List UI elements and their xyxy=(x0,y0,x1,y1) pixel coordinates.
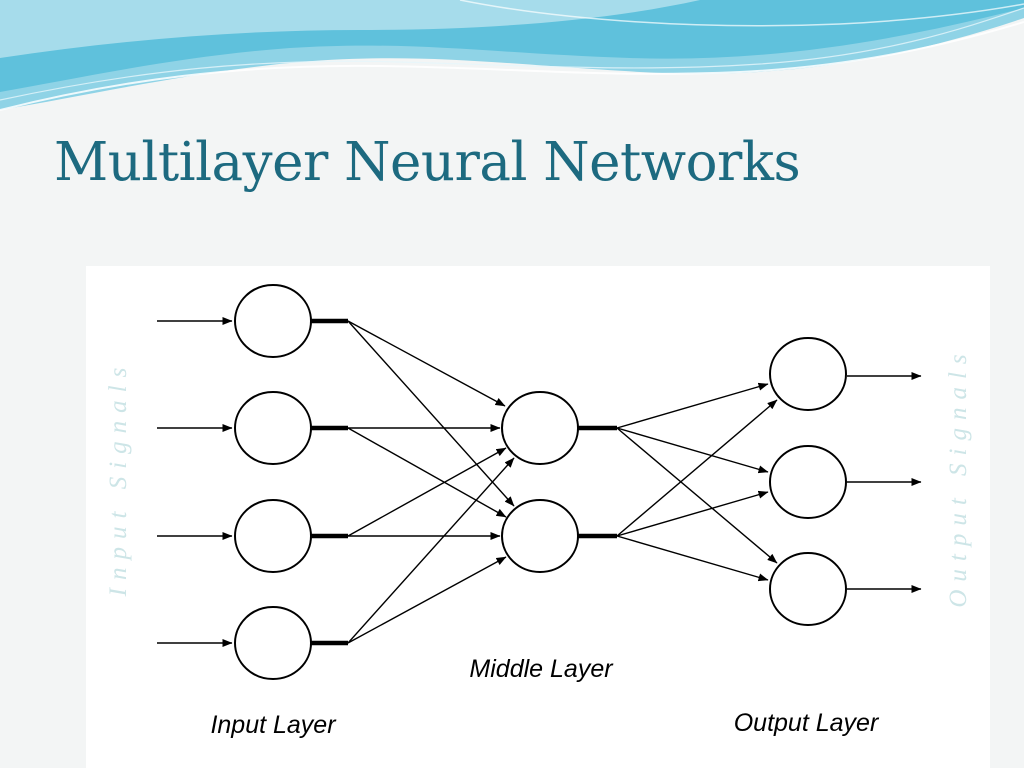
connection-middle1-output3 xyxy=(616,427,778,564)
connection-input3-middle1 xyxy=(347,447,507,537)
connection-middle1-output2 xyxy=(616,427,769,474)
output-neuron xyxy=(769,337,847,411)
input-neuron xyxy=(234,391,312,465)
middle-neuron xyxy=(501,391,579,465)
output-layer-label: Output Layer xyxy=(734,709,880,737)
connection-input1-middle1 xyxy=(347,320,506,407)
output-signals-label: Output Signals xyxy=(945,346,972,607)
output-neuron xyxy=(769,445,847,519)
slide-title: Multilayer Neural Networks xyxy=(54,132,801,193)
connection-input4-middle1 xyxy=(347,457,515,644)
connection-middle2-output1 xyxy=(616,399,778,537)
middle-layer-label: Middle Layer xyxy=(469,655,614,683)
connection-input1-middle2 xyxy=(347,320,515,507)
connection-input2-middle2 xyxy=(347,427,507,518)
input-layer-label: Input Layer xyxy=(210,711,337,739)
middle-neuron xyxy=(501,499,579,573)
output-neuron xyxy=(769,552,847,626)
connection-input4-middle2 xyxy=(347,556,507,644)
connection-middle2-output3 xyxy=(616,535,769,582)
header-wave-decoration xyxy=(0,0,1024,111)
input-neuron xyxy=(234,606,312,680)
neural-network-diagram: Middle Layer Input Layer Output Layer In… xyxy=(86,266,990,768)
input-neuron xyxy=(234,284,312,358)
input-neuron xyxy=(234,499,312,573)
connection-middle1-output1 xyxy=(616,382,769,429)
input-signals-label: Input Signals xyxy=(105,360,132,598)
connection-middle2-output2 xyxy=(616,490,769,537)
